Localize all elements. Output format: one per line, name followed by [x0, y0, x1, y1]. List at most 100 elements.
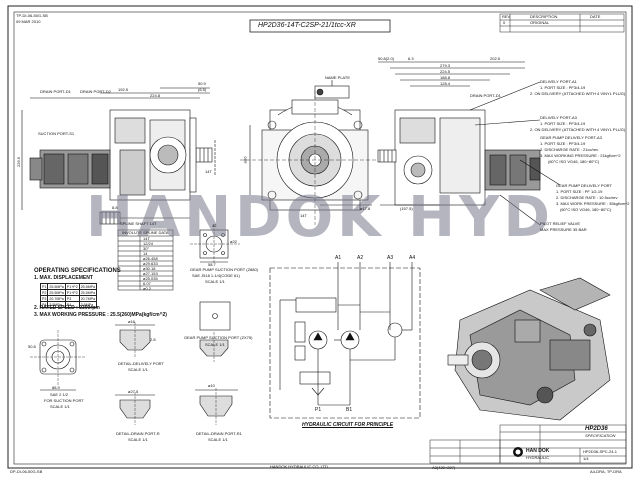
operating-s3: 3. MAX WORKING PRESSURE : 25.5(260)MPa(k… [34, 312, 167, 318]
flange-scale: SCALE 1/1 [50, 404, 70, 409]
rev-header-desc: DESCRIPTION [530, 14, 558, 19]
note-a1-size: 1. PORT SIZE : PF3/4-19 [540, 85, 586, 90]
spline-row-10: ø0.2 [143, 286, 152, 291]
spline-shaft-view [99, 211, 190, 225]
center-bore-dim: ø80 [242, 156, 248, 164]
spline-view-label: SPLINE SHAFT 14T [120, 221, 157, 226]
spline-row-9: 6.07 [143, 281, 151, 286]
note-g1: 1. PORT SIZE : PF3/4-19 [540, 141, 586, 146]
flange-dim-1: 50.8 [28, 344, 36, 349]
right-dim-d1: 50.8(2.0) [378, 56, 395, 61]
front-drain-port-d1: DRAIN PORT-D1 [40, 89, 71, 94]
detail-dim-3: 2.8 [150, 337, 156, 342]
title-box [249, 19, 391, 33]
right-dim-bottom: (157.5) [400, 206, 413, 211]
spline-row-8: ø25.035 [143, 276, 158, 281]
center-key-dim: 14T [300, 213, 307, 218]
gear-suction-dim-1: 58.7 [208, 262, 216, 267]
watermark: HANDOK HYD [86, 185, 554, 250]
title-block-scale: 1/4 [583, 456, 589, 461]
hydraulic-circuit [269, 262, 421, 419]
note-drain-port: DRAIN PORT-D1 [470, 93, 501, 98]
note-relief: PILOT RELIEF VALVE [540, 221, 581, 226]
circuit-port-a2: A2 [357, 255, 364, 261]
detail-drain-r1-label: DETAIL-DRAIN PORT-R1 [196, 431, 242, 436]
op-r3-c0: P4 [39, 301, 49, 308]
front-drain-port-d2: DRAIN PORT-D2 [80, 89, 111, 94]
gear-suction-port-detail [190, 224, 240, 264]
front-left-height: 226.5 [16, 156, 22, 168]
spline-row-7: ø27.153 [143, 271, 158, 276]
front-suction-port: SUCTION PORT-S1 [38, 131, 75, 136]
note-g2: 2. DISCHARGE RATE : 21cc/rev [540, 147, 599, 152]
right-view-pump [377, 61, 561, 226]
company-logo [513, 447, 523, 457]
detail-drain-r1-scale: SCALE 1/1 [208, 437, 228, 442]
note-g3: 3. MAX WORKING PRESSURE : 21kgf/cm^2 [540, 153, 621, 158]
rev-row1-rev: 0 [503, 20, 506, 25]
note-gear-port: GEAR PUMP DELIVELY PORT-A3 [540, 135, 602, 140]
circuit-port-a1: A1 [335, 255, 342, 261]
detail-delivery-label: DETAIL-DELIVELY PORT [118, 361, 164, 366]
note-gear-delivery: GEAR PUMP DELIVELY PORT [556, 183, 612, 188]
right-dim-d4: 224.5 [440, 69, 451, 74]
spline-row-6: ø30.18 [143, 266, 156, 271]
right-dim-d5: 188.8 [440, 75, 451, 80]
gear-suction2-scale: SCALE 1/1 [205, 342, 225, 347]
isometric-pump-render [447, 277, 611, 421]
detail-drain-port-r [115, 392, 155, 425]
gear-suction-sub: SAE J518 1-1/4(CODE 61) [192, 273, 240, 278]
note-a3-on: 2. ON DELIVERY (ATTACHED WITH 4 VINYL PL… [530, 127, 626, 132]
spline-table-title: INVOLUTE SPLINE DATA [122, 230, 169, 235]
op-r3-c3: 3.5MPa [78, 301, 98, 308]
operating-s1: 1. MAX. DISPLACEMENT [34, 275, 93, 281]
rev-header-date: DATE [590, 14, 601, 19]
title-block-company2: HYDRAULIC [526, 455, 550, 460]
circuit-port-a4: A4 [409, 255, 416, 261]
spline-row-5: ø29.633 [143, 261, 158, 266]
suction-flange [30, 330, 86, 391]
note-delivery-a3: DELIVELY PORT-A3 [540, 115, 577, 120]
rev-header-rev: REV [502, 14, 511, 19]
detail-drain-port-r1 [195, 388, 238, 425]
circuit-title: HYDRAULIC CIRCUIT FOR PRINCIPLE [302, 422, 394, 428]
front-dim-d4: (6.5) [198, 87, 207, 92]
circuit-port-b1: B1 [346, 407, 353, 413]
center-bottom-dim: ø17.8 [360, 206, 371, 211]
note-a1-on: 2. ON DELIVERY (ATTACHED WITH 4 VINYL PL… [530, 91, 626, 96]
circuit-port-a3: A3 [387, 255, 394, 261]
detail-delivery-scale: SCALE 1/1 [128, 367, 148, 372]
spline-view-dim: 8.8 [112, 205, 118, 210]
front-view-pump [21, 87, 216, 210]
spline-row-3: 14 [143, 251, 148, 256]
gear-suction2-label: GEAR PUMP SUCTION PORT (ZX75) [184, 335, 253, 340]
flange-label: SAE 2 1/2 [50, 392, 69, 397]
detail-drain-r-scale: SCALE 1/1 [128, 437, 148, 442]
spline-row-0: 14T [143, 236, 150, 241]
rev-row1-desc: ORIGINAL [530, 20, 550, 25]
title-block-spec: SPECIFICATION [585, 433, 616, 438]
right-dim-d2: 6.3 [408, 56, 414, 61]
gear-suction-scale: SCALE 1/1 [205, 279, 225, 284]
title-block-model: HP2D36 [585, 426, 608, 432]
note-gd3: 3. MAX WORK PRESSURE : 35kgf/cm^2 [556, 201, 630, 206]
detail-dim-1: ø27.5 [128, 389, 139, 394]
note-gd4: (60°C ISO VG46, 180~80°C) [560, 207, 612, 212]
note-gd1: 1. PORT SIZE : PF 1/2-19 [556, 189, 603, 194]
footer-sheet-size: A3(420×297) [432, 465, 456, 470]
outer-frame [7, 5, 633, 469]
title-block-left [429, 439, 501, 464]
gear-suction-dim-0: 42 [212, 223, 217, 228]
revision-table [499, 13, 625, 33]
spline-row-2: 30° [143, 246, 150, 251]
corner-code-top-left-sub: 09 MAR 2010 [16, 19, 41, 24]
gear-suction-dim-2: ø22 [230, 239, 237, 244]
front-dim-d3: 50.9 [198, 81, 206, 86]
right-dim-d7: 202.5 [490, 56, 501, 61]
gear-suction-port2-detail [199, 301, 231, 331]
front-dim-d1: 192.5 [118, 87, 129, 92]
note-a3-size: 1. PORT SIZE : PF3/4-19 [540, 121, 586, 126]
op-r3-c1: 3.5MPa [47, 301, 66, 308]
note-gd2: 2. DISCHARGE RATE : 10.5cc/rev [556, 195, 618, 200]
